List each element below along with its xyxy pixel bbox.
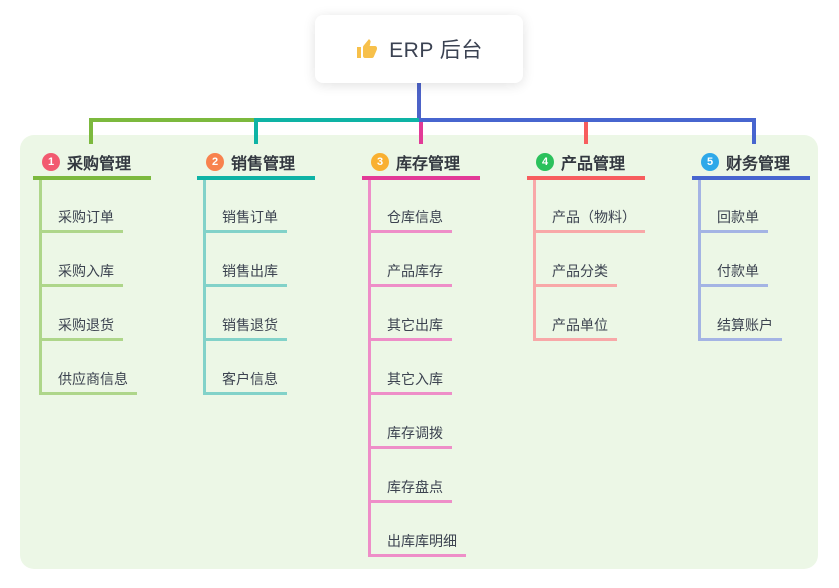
leaf-node[interactable]: 销售退货 [203,312,287,341]
leaf-node[interactable]: 其它出库 [368,312,452,341]
leaf-node[interactable]: 产品库存 [368,258,452,287]
leaf-node[interactable]: 仓库信息 [368,204,452,233]
branch-number-badge: 4 [536,153,554,171]
branch-drop-4 [584,122,588,144]
leaf-node[interactable]: 产品分类 [533,258,617,287]
leaf-node[interactable]: 客户信息 [203,366,287,395]
branch-node-4[interactable]: 4 产品管理 [527,148,645,180]
branch-number-badge: 3 [371,153,389,171]
branch-drop-5 [752,118,756,144]
branch-node-3[interactable]: 3 库存管理 [362,148,480,180]
leaf-node[interactable]: 回款单 [698,204,768,233]
leaf-node[interactable]: 其它入库 [368,366,452,395]
branch-node-5[interactable]: 5 财务管理 [692,148,810,180]
branch-number-badge: 2 [206,153,224,171]
rail-segment-teal [254,118,419,122]
leaf-node[interactable]: 付款单 [698,258,768,287]
leaf-node[interactable]: 供应商信息 [39,366,137,395]
leaf-node[interactable]: 产品单位 [533,312,617,341]
leaf-node[interactable]: 销售出库 [203,258,287,287]
branch-title: 财务管理 [726,156,791,173]
branch-node-2[interactable]: 2 销售管理 [197,148,315,180]
branch-node-1[interactable]: 1 采购管理 [33,148,151,180]
branch-number-badge: 1 [42,153,60,171]
leaf-node[interactable]: 结算账户 [698,312,782,341]
leaf-node[interactable]: 库存调拨 [368,420,452,449]
leaf-node[interactable]: 出库库明细 [368,528,466,557]
branch-drop-2 [254,118,258,144]
branch-title: 库存管理 [396,156,461,173]
root-connector-vertical [417,83,421,118]
branch-drop-3 [419,122,423,144]
branches-background-panel [20,135,818,569]
branch-spine-line [203,180,206,395]
branch-number-badge: 5 [701,153,719,171]
root-node-erp[interactable]: ERP 后台 [315,15,523,83]
rail-segment-green [89,118,254,122]
thumbs-up-icon [355,37,379,61]
branch-drop-1 [89,118,93,144]
leaf-node[interactable]: 库存盘点 [368,474,452,503]
leaf-node[interactable]: 销售订单 [203,204,287,233]
leaf-node[interactable]: 采购订单 [39,204,123,233]
branch-spine-line [698,180,701,341]
branch-spine-line [368,180,371,557]
leaf-node[interactable]: 采购退货 [39,312,123,341]
leaf-node[interactable]: 采购入库 [39,258,123,287]
branch-spine-line [533,180,536,341]
branch-spine-line [39,180,42,395]
branch-title: 产品管理 [561,156,626,173]
branch-title: 销售管理 [231,156,296,173]
root-node-title: ERP 后台 [389,39,483,62]
rail-segment-blue [419,118,756,122]
branch-title: 采购管理 [67,156,132,173]
leaf-node[interactable]: 产品（物料） [533,204,645,233]
